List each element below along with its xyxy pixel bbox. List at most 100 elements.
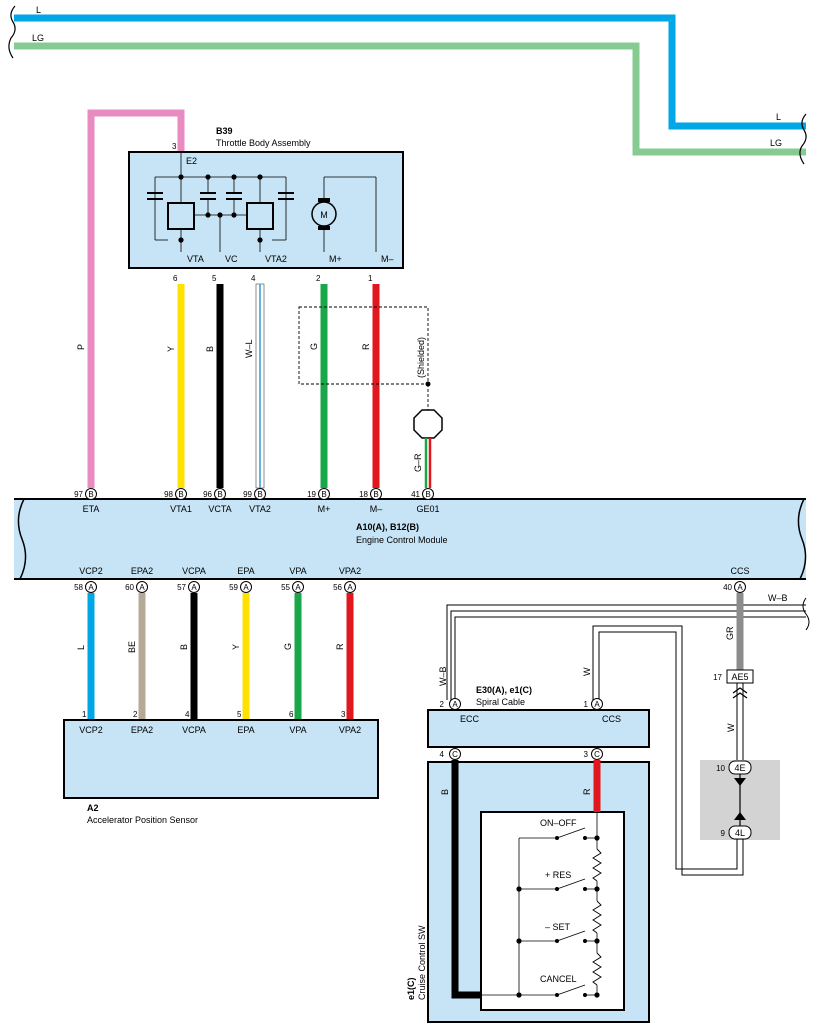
switch-set: – SET bbox=[545, 922, 571, 932]
wire-vcp2-label: L bbox=[76, 645, 86, 650]
ecm-name: Engine Control Module bbox=[356, 535, 448, 545]
svg-text:VPA2: VPA2 bbox=[339, 725, 361, 735]
throttle-name: Throttle Body Assembly bbox=[216, 138, 311, 148]
svg-text:ETA: ETA bbox=[83, 504, 100, 514]
wire-b-label: B bbox=[205, 346, 215, 352]
switch-res: + RES bbox=[545, 870, 571, 880]
svg-text:19: 19 bbox=[307, 490, 316, 499]
wire-w-ccs-label: W bbox=[582, 667, 592, 676]
junction-4l bbox=[728, 825, 752, 840]
svg-text:18: 18 bbox=[359, 490, 368, 499]
wire-lg-right-label: LG bbox=[770, 138, 782, 148]
upper-wires: P Y B W–L G R (Shielded) G–R bbox=[76, 109, 443, 489]
wire-l-right-label: L bbox=[776, 112, 781, 122]
ae5-pin: 17 bbox=[713, 673, 722, 682]
svg-text:B: B bbox=[217, 490, 222, 499]
wire-epa-label: Y bbox=[231, 644, 241, 650]
ground-splice-octagon bbox=[413, 409, 443, 439]
throttle-term-vc: VC bbox=[225, 254, 238, 264]
svg-text:A: A bbox=[594, 700, 600, 709]
ecm-break-left bbox=[17, 498, 27, 580]
svg-text:A: A bbox=[737, 583, 743, 592]
wire-wb-right-label: W–B bbox=[768, 593, 788, 603]
ecm-top-pin-41: 41 B GE01 bbox=[411, 488, 440, 514]
shield-box bbox=[298, 306, 429, 385]
svg-text:4: 4 bbox=[185, 710, 190, 719]
wire-l bbox=[14, 14, 806, 130]
svg-text:EPA2: EPA2 bbox=[131, 566, 153, 576]
throttle-e2-pin: 3 bbox=[172, 142, 177, 151]
svg-text:VPA2: VPA2 bbox=[339, 566, 361, 576]
svg-text:VPA: VPA bbox=[289, 725, 306, 735]
wire-lg-label: LG bbox=[32, 33, 44, 43]
svg-text:M–: M– bbox=[370, 504, 383, 514]
svg-text:C: C bbox=[452, 750, 458, 759]
lower-wires: L BE B Y G R bbox=[76, 593, 354, 720]
svg-text:VCP2: VCP2 bbox=[79, 725, 103, 735]
ecm-bottom-pin-58: VCP2 58 A bbox=[74, 566, 103, 593]
throttle-pin-4: 4 bbox=[251, 274, 256, 283]
svg-text:VCPA: VCPA bbox=[182, 566, 206, 576]
throttle-internal-circuit: M bbox=[147, 152, 377, 252]
break-mark-left bbox=[8, 5, 16, 59]
throttle-pin-6: 6 bbox=[173, 274, 178, 283]
svg-text:VCTA: VCTA bbox=[208, 504, 231, 514]
svg-text:41: 41 bbox=[411, 490, 420, 499]
svg-text:B: B bbox=[178, 490, 183, 499]
ecm-top-pin-98: 98 B VTA1 bbox=[164, 488, 192, 514]
svg-text:4L: 4L bbox=[735, 828, 745, 838]
wire-wl-label: W–L bbox=[244, 339, 254, 358]
wire-wl bbox=[255, 283, 265, 489]
throttle-term-mminus: M– bbox=[381, 254, 394, 264]
cruise-switch-circuit bbox=[481, 812, 602, 998]
svg-text:EPA: EPA bbox=[237, 725, 254, 735]
svg-text:4: 4 bbox=[440, 750, 445, 759]
svg-text:A: A bbox=[347, 583, 353, 592]
wire-vpa-label: G bbox=[283, 643, 293, 650]
break-mark-right bbox=[799, 113, 807, 165]
ecm-bottom-pin-40: CCS 40 A bbox=[723, 566, 750, 593]
ae5-connector bbox=[726, 669, 754, 684]
throttle-term-vta: VTA bbox=[187, 254, 204, 264]
wire-lg bbox=[14, 42, 806, 156]
top-wires: L LG L LG bbox=[8, 5, 807, 165]
svg-text:1: 1 bbox=[82, 710, 87, 719]
svg-text:1: 1 bbox=[584, 700, 589, 709]
svg-text:59: 59 bbox=[229, 583, 238, 592]
svg-text:B: B bbox=[257, 490, 262, 499]
switch-code: e1(C) bbox=[406, 977, 416, 1000]
throttle-e2-term: E2 bbox=[186, 156, 197, 166]
motor-symbol bbox=[311, 201, 337, 227]
cruise-control-switch: B R bbox=[406, 760, 650, 1023]
wire-gr-label: GR bbox=[725, 626, 735, 640]
svg-text:GE01: GE01 bbox=[416, 504, 439, 514]
wire-r-label: R bbox=[361, 343, 371, 350]
svg-text:3: 3 bbox=[341, 710, 346, 719]
wire-p bbox=[87, 109, 185, 488]
wire-r-cruise-label: R bbox=[582, 788, 592, 795]
svg-text:55: 55 bbox=[281, 583, 290, 592]
ecm-top-pin-97: 97 B ETA bbox=[74, 488, 100, 514]
svg-text:4E: 4E bbox=[734, 763, 745, 773]
svg-text:A: A bbox=[88, 583, 94, 592]
ecm-break-right bbox=[797, 498, 807, 580]
switch-cancel: CANCEL bbox=[540, 974, 577, 984]
svg-text:B: B bbox=[321, 490, 326, 499]
wire-wb bbox=[446, 604, 806, 700]
throttle-body-assembly: B39 Throttle Body Assembly 3 E2 bbox=[128, 126, 404, 283]
svg-text:VPA: VPA bbox=[289, 566, 306, 576]
accel-code: A2 bbox=[87, 803, 99, 813]
ecm-bottom-pin-59: EPA 59 A bbox=[229, 566, 255, 593]
ecm-top-pin-18: 18 B M– bbox=[359, 488, 383, 514]
svg-text:97: 97 bbox=[74, 490, 83, 499]
spiral-pin-4: 4 C bbox=[440, 748, 461, 760]
wire-wb-label: W–B bbox=[438, 666, 448, 686]
svg-text:VTA2: VTA2 bbox=[249, 504, 271, 514]
wire-b-cruise bbox=[451, 760, 481, 999]
motor-label: M bbox=[320, 210, 328, 220]
svg-text:9: 9 bbox=[721, 829, 726, 838]
svg-text:A: A bbox=[243, 583, 249, 592]
ecm-top-pin-96: 96 B VCTA bbox=[203, 488, 232, 514]
wire-epa2-label: BE bbox=[127, 641, 137, 653]
svg-text:A: A bbox=[452, 700, 458, 709]
